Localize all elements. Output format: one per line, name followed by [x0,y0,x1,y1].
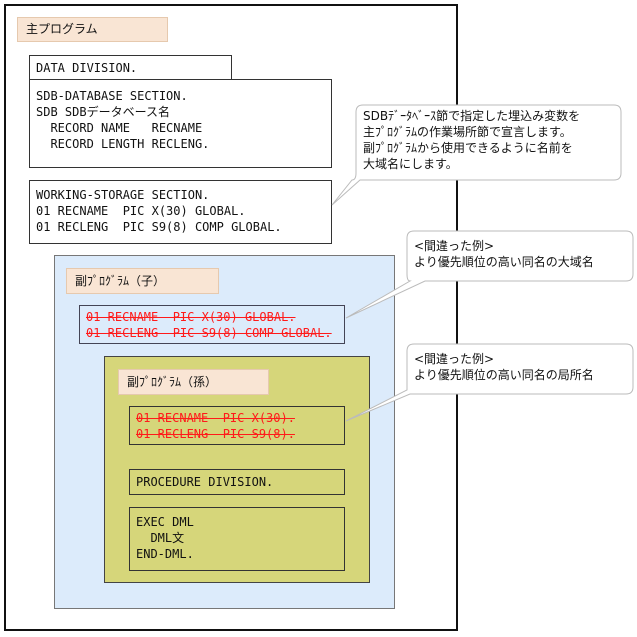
child-program-label: 副ﾌﾟﾛｸﾞﾗﾑ（子） [66,268,219,294]
code-line: SDB-DATABASE SECTION. [36,89,188,103]
code-line: WORKING-STORAGE SECTION. [36,188,210,202]
callout-line: 主ﾌﾟﾛｸﾞﾗﾑの作業場所節で宣言します。 [363,125,572,139]
struck-code-line: 01 RECLENG PIC S9(8) COMP GLOBAL. [86,326,332,340]
callout-line: より優先順位の高い同名の大域名 [414,255,594,269]
callout-line: <間違った例> [414,239,495,253]
callout-3-text: <間違った例> より優先順位の高い同名の局所名 [414,351,594,383]
sdb-database-section-box: SDB-DATABASE SECTION. SDB SDBデータベース名 RECO… [29,79,332,168]
callout-2-text: <間違った例> より優先順位の高い同名の大域名 [414,238,594,270]
callout-line: 大域名にします。 [363,157,458,171]
callout-line: 副ﾌﾟﾛｸﾞﾗﾑから使用できるように名前を [363,141,573,155]
struck-code-line: 01 RECLENG PIC S9(8). [136,427,295,441]
callout-1-bubble [331,104,622,206]
grandchild-program-label: 副ﾌﾟﾛｸﾞﾗﾑ（孫） [118,369,269,395]
code-line: DML文 [136,531,185,545]
grandchild-wrong-declaration-box: 01 RECNAME PIC X(30). 01 RECLENG PIC S9(8… [129,406,345,445]
procedure-division-box: PROCEDURE DIVISION. [129,469,345,495]
callout-line: <間違った例> [414,352,495,366]
callout-2-bubble [345,230,634,319]
working-storage-section-box: WORKING-STORAGE SECTION. 01 RECNAME PIC X… [29,180,332,244]
code-line: END-DML. [136,547,194,561]
struck-code-line: 01 RECNAME PIC X(30). [136,411,295,425]
code-line: 01 RECLENG PIC S9(8) COMP GLOBAL. [36,220,282,234]
code-line: RECORD LENGTH RECLENG. [36,137,210,151]
callout-1-text: SDBﾃﾞｰﾀﾍﾞｰｽ節で指定した埋込み変数を主ﾌﾟﾛｸﾞﾗﾑの作業場所節で宣言… [363,108,580,172]
struck-code-line: 01 RECNAME PIC X(30) GLOBAL. [86,310,296,324]
callout-3-bubble [345,343,634,422]
callout-line: SDBﾃﾞｰﾀﾍﾞｰｽ節で指定した埋込み変数を [363,109,581,123]
callout-line: より優先順位の高い同名の局所名 [414,368,594,382]
child-wrong-declaration-box: 01 RECNAME PIC X(30) GLOBAL. 01 RECLENG P… [79,305,345,344]
code-line: RECORD NAME RECNAME [36,121,203,135]
main-program-label: 主プログラム [17,17,168,42]
exec-dml-box: EXEC DML DML文 END-DML. [129,507,345,571]
code-line: EXEC DML [136,515,194,529]
code-line: 01 RECNAME PIC X(30) GLOBAL. [36,204,246,218]
main-program-frame [4,4,458,631]
code-line: SDB SDBデータベース名 [36,105,170,119]
